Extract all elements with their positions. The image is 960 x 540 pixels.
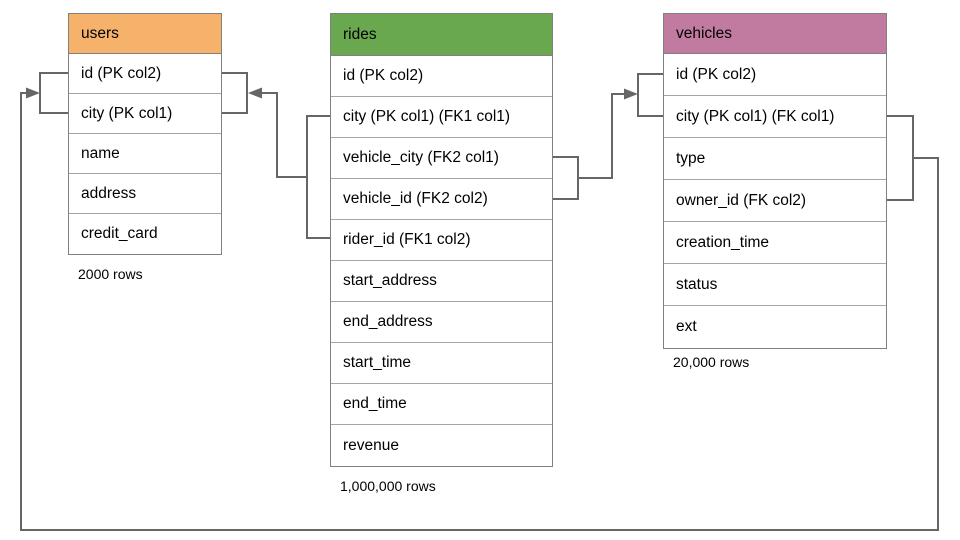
rides-left-bracket (306, 115, 330, 239)
table-row: id (PK col2) (664, 54, 886, 96)
row-count-rides: 1,000,000 rows (340, 478, 436, 494)
table-row: city (PK col1) (69, 94, 221, 134)
table-users: users id (PK col2) city (PK col1) name a… (68, 13, 222, 255)
table-vehicles: vehicles id (PK col2) city (PK col1) (FK… (663, 13, 887, 349)
table-row: creation_time (664, 222, 886, 264)
table-row: end_address (331, 302, 552, 343)
table-row: id (PK col2) (69, 54, 221, 94)
table-row: city (PK col1) (FK col1) (664, 96, 886, 138)
table-row: revenue (331, 425, 552, 466)
table-row: end_time (331, 384, 552, 425)
arrow-icon-rides-to-users (248, 87, 262, 99)
arrow-icon-rides-to-vehicles (624, 88, 638, 100)
connector-rides-to-vehicles (578, 93, 625, 179)
table-row: credit_card (69, 214, 221, 254)
row-count-users: 2000 rows (78, 266, 143, 282)
table-row: address (69, 174, 221, 214)
table-header-rides: rides (331, 14, 552, 56)
table-row: ext (664, 306, 886, 348)
table-row: type (664, 138, 886, 180)
table-rides: rides id (PK col2) city (PK col1) (FK1 c… (330, 13, 553, 467)
row-count-vehicles: 20,000 rows (673, 354, 750, 370)
vehicles-right-bracket (887, 115, 914, 201)
table-row: status (664, 264, 886, 306)
table-header-users: users (69, 14, 221, 54)
connector-vehicles-to-users (20, 92, 939, 531)
table-row: start_address (331, 261, 552, 302)
rides-right-bracket (553, 156, 579, 200)
users-left-bracket (39, 72, 68, 114)
table-row: vehicle_id (FK2 col2) (331, 179, 552, 220)
table-row: vehicle_city (FK2 col1) (331, 138, 552, 179)
table-row: id (PK col2) (331, 56, 552, 97)
table-row: owner_id (FK col2) (664, 180, 886, 222)
table-row: rider_id (FK1 col2) (331, 220, 552, 261)
table-header-vehicles: vehicles (664, 14, 886, 54)
arrow-icon-vehicles-to-users (26, 87, 40, 99)
connector-rides-to-users (262, 92, 307, 178)
users-right-bracket (222, 72, 248, 114)
table-row: city (PK col1) (FK1 col1) (331, 97, 552, 138)
vehicles-left-bracket (637, 73, 663, 117)
table-row: start_time (331, 343, 552, 384)
table-row: name (69, 134, 221, 174)
